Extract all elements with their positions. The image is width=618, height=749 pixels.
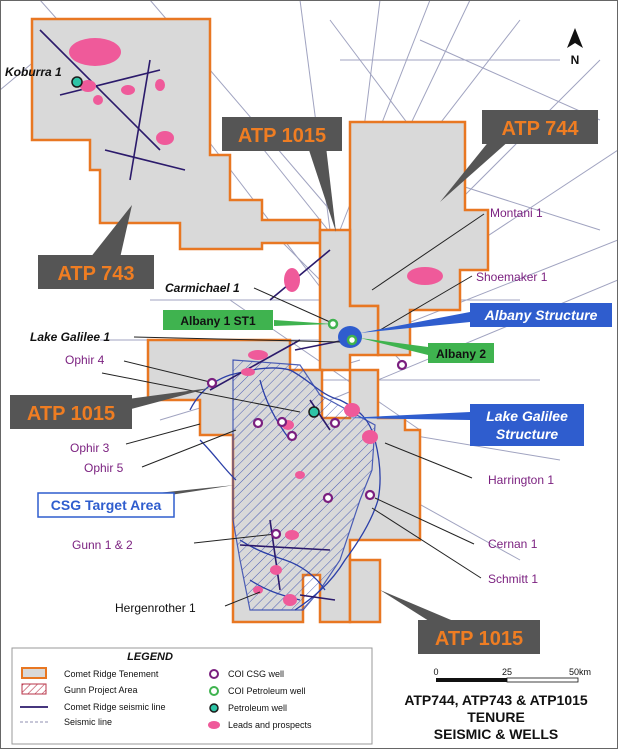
scale-mid: 25 [502, 667, 512, 677]
label-atp1015-bottom: ATP 1015 [435, 628, 523, 650]
legend-title: LEGEND [127, 651, 173, 663]
label-ophir3: Ophir 3 [70, 441, 110, 455]
label-albany-structure: Albany Structure [484, 307, 598, 323]
well-albany-st1[interactable] [327, 318, 339, 330]
label-shoemaker: Shoemaker 1 [476, 270, 548, 284]
label-harrington: Harrington 1 [488, 473, 554, 487]
well-ophir4[interactable] [206, 377, 218, 389]
legend-tenement: Comet Ridge Tenement [64, 669, 159, 679]
legend-leads: Leads and prospects [228, 720, 312, 730]
tenement-atp743 [30, 17, 322, 251]
label-ophir4: Ophir 4 [65, 353, 105, 367]
title-line-2: TENURE [467, 709, 525, 725]
label-gunn: Gunn 1 & 2 [72, 538, 133, 552]
label-cernan: Cernan 1 [488, 537, 538, 551]
scale-bar: 0 25 50km [433, 667, 591, 683]
label-montani: Montani 1 [490, 206, 543, 220]
label-lake-galilee-structure-2: Structure [496, 426, 558, 442]
title-line-3: SEISMIC & WELLS [434, 726, 558, 742]
wells [71, 76, 408, 540]
legend-seismic: Seismic line [64, 717, 112, 727]
label-atp744: ATP 744 [501, 118, 579, 140]
north-arrow: N [567, 28, 583, 67]
scale-zero: 0 [433, 667, 438, 677]
callout-atp1015-top [222, 117, 342, 151]
map-title: ATP744, ATP743 & ATP1015 TENURE SEISMIC … [404, 692, 588, 742]
leads-prospects [69, 38, 443, 606]
atp-callouts: ATP 744 ATP 1015 ATP 743 ATP 1015 ATP 10… [10, 110, 598, 654]
label-atp743: ATP 743 [57, 263, 134, 285]
tenement-atp1015-central [318, 228, 380, 372]
label-koburra: Koburra 1 [5, 65, 62, 79]
label-atp1015-left: ATP 1015 [27, 403, 115, 425]
label-north: N [571, 53, 580, 67]
well-ophir5[interactable] [276, 416, 288, 428]
callout-atp743 [38, 255, 154, 289]
well-lake-galilee[interactable] [308, 406, 320, 418]
tenement-atp1015-small [348, 558, 382, 624]
label-albany2: Albany 2 [436, 347, 486, 361]
callout-albany-st1 [163, 310, 273, 330]
csg-target-box [37, 492, 175, 518]
callout-lake-galilee-structure [470, 404, 584, 446]
well-koburra[interactable] [71, 76, 83, 88]
legend-csg-well: COI CSG well [228, 669, 284, 679]
callout-atp1015-left [10, 395, 132, 429]
label-albany-st1: Albany 1 ST1 [180, 314, 256, 328]
well-montani[interactable] [396, 359, 408, 371]
callout-connectors [274, 312, 470, 420]
label-csg-target: CSG Target Area [51, 497, 162, 513]
label-lake-galilee: Lake Galilee 1 [30, 330, 110, 344]
title-line-1: ATP744, ATP743 & ATP1015 [404, 692, 588, 708]
label-ophir5: Ophir 5 [84, 461, 124, 475]
label-carmichael: Carmichael 1 [165, 281, 240, 295]
legend-box [11, 647, 373, 745]
legend-gunn-area: Gunn Project Area [64, 685, 138, 695]
well-harrington[interactable] [329, 417, 341, 429]
callout-atp1015-bottom [418, 620, 540, 654]
callout-albany2 [428, 343, 494, 363]
well-ophir-extra[interactable] [286, 430, 298, 442]
green-callouts: Albany 1 ST1 Albany 2 [163, 310, 494, 363]
well-cernan[interactable] [322, 492, 334, 504]
label-schmitt: Schmitt 1 [488, 572, 538, 586]
label-lake-galilee-structure-1: Lake Galilee [486, 408, 568, 424]
legend: LEGEND Comet Ridge Tenement Gunn Project… [11, 647, 373, 745]
north-arrow-icon [567, 28, 583, 48]
callout-atp744 [482, 110, 598, 144]
well-ophir3[interactable] [252, 417, 264, 429]
scale-end: 50km [569, 667, 591, 677]
legend-petroleum-well: COI Petroleum well [228, 686, 306, 696]
legend-pet-well: Petroleum well [228, 703, 287, 713]
callout-albany-structure [470, 303, 612, 327]
label-atp1015-top: ATP 1015 [238, 125, 326, 147]
well-gunn[interactable] [270, 528, 282, 540]
blue-callouts: Albany Structure Lake Galilee Structure [470, 303, 612, 446]
well-albany2[interactable] [346, 334, 358, 346]
well-labels: Koburra 1 Montani 1 Shoemaker 1 Carmicha… [5, 65, 554, 615]
leader-lines [101, 213, 485, 607]
well-schmitt[interactable] [364, 489, 376, 501]
label-hergenrother: Hergenrother 1 [115, 601, 196, 615]
legend-cr-seismic: Comet Ridge seismic line [64, 702, 166, 712]
